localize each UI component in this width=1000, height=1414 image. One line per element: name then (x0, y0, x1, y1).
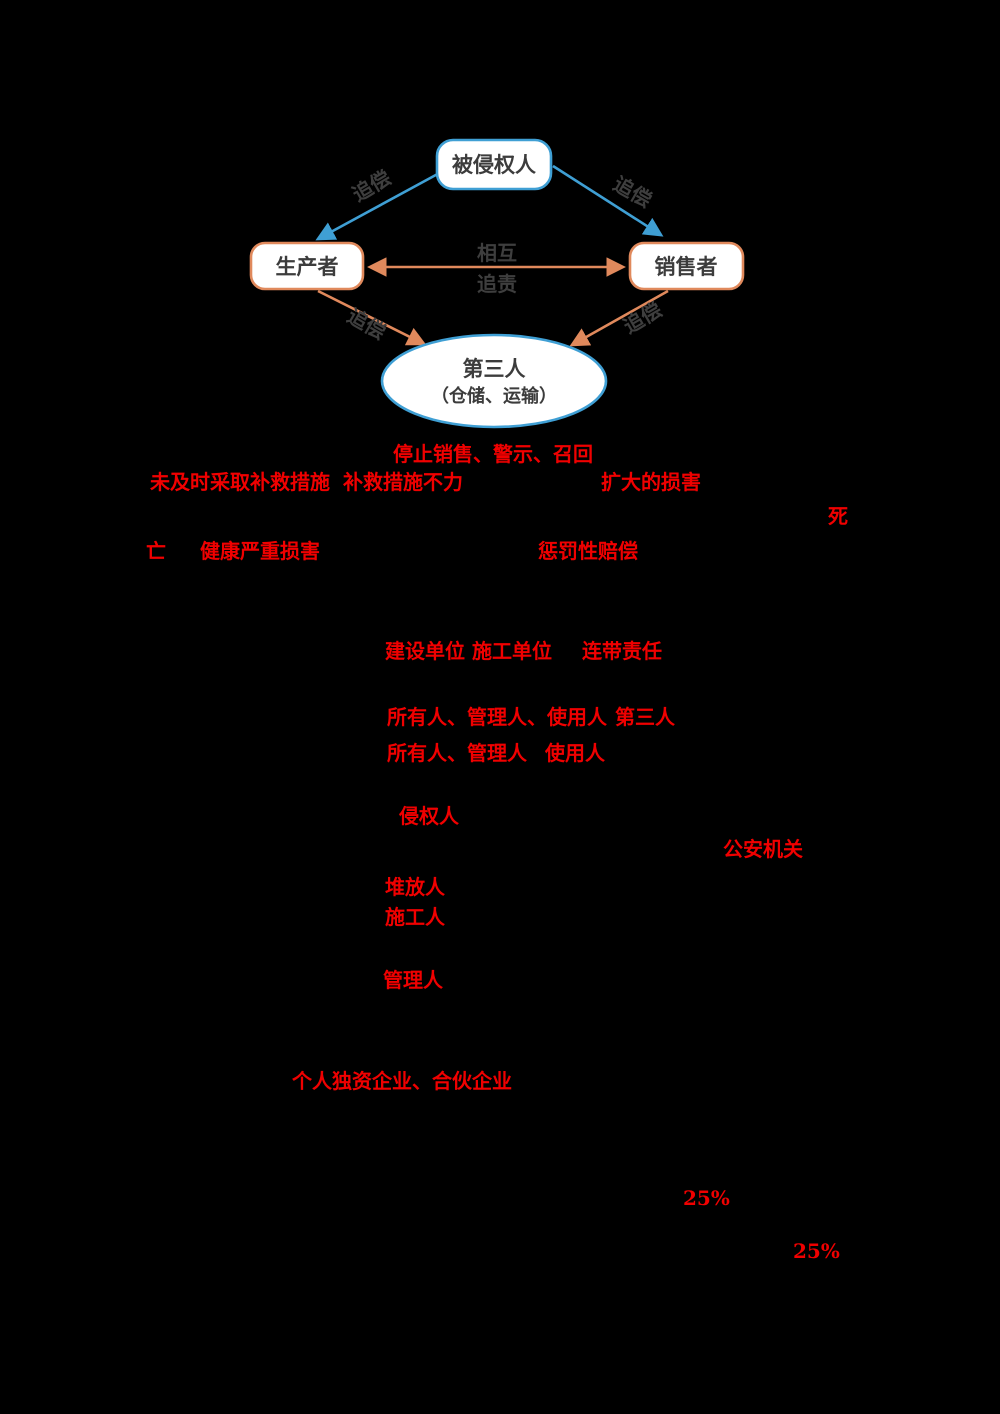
highlight-serious-health-damage: 健康严重损害 (200, 539, 320, 563)
node-seller-box (628, 241, 745, 291)
highlight-construction-developer: 建设单位 (385, 639, 465, 663)
product-liability-diagram: 被侵权人 生产者 销售者 第三人 （仓储、运输） 追偿 追偿 追偿 追偿 相互 … (249, 138, 745, 429)
edge-label-mutual-line1: 相互 (477, 241, 517, 265)
highlight-third-party: 第三人 (615, 705, 675, 729)
highlight-stop-sale-warn-recall: 停止销售、警示、召回 (393, 442, 593, 466)
node-third-party-ellipse (380, 333, 608, 429)
highlight-owner-manager: 所有人、管理人 (387, 741, 527, 765)
highlight-sole-proprietorship-partnership: 个人独资企业、合伙企业 (292, 1069, 512, 1093)
edge-label-mutual-line2: 追责 (477, 272, 517, 296)
node-third-party-label: 第三人 (463, 356, 526, 381)
highlight-death-char-cont: 亡 (146, 539, 166, 563)
highlight-manager: 管理人 (383, 968, 443, 992)
highlight-percent-first: 25% (683, 1186, 730, 1210)
highlight-punitive-damages: 惩罚性赔偿 (538, 539, 638, 563)
node-seller-label: 销售者 (655, 254, 718, 279)
highlight-death-char: 死 (828, 504, 848, 528)
highlight-constructor: 施工人 (385, 905, 445, 929)
highlight-remedy-ineffective: 补救措施不力 (343, 470, 463, 494)
highlight-no-timely-remedy: 未及时采取补救措施 (150, 470, 330, 494)
highlight-construction-contractor: 施工单位 (472, 639, 552, 663)
highlight-owner-manager-user: 所有人、管理人、使用人 (387, 705, 607, 729)
arrow-victim-to-producer (315, 168, 446, 241)
edge-label-recourse-bottom-right: 追偿 (619, 298, 666, 339)
arrow-seller-to-third-party (569, 289, 669, 347)
edge-label-recourse-bottom-left: 追偿 (343, 304, 390, 345)
highlight-tortfeasor: 侵权人 (399, 804, 459, 828)
highlight-joint-liability: 连带责任 (582, 639, 662, 663)
highlight-public-security-organ: 公安机关 (723, 837, 803, 861)
node-victim-box (435, 138, 553, 191)
highlight-enlarged-damage: 扩大的损害 (601, 470, 701, 494)
highlight-user: 使用人 (545, 741, 605, 765)
node-producer-box (249, 241, 365, 291)
node-victim-label: 被侵权人 (452, 152, 536, 177)
node-producer-label: 生产者 (276, 254, 339, 279)
node-third-party-sublabel: （仓储、运输） (431, 385, 557, 407)
highlight-stacker: 堆放人 (385, 875, 445, 899)
highlight-percent-second: 25% (793, 1239, 840, 1263)
arrow-producer-to-third-party (317, 289, 427, 346)
arrow-victim-to-seller (552, 164, 664, 237)
